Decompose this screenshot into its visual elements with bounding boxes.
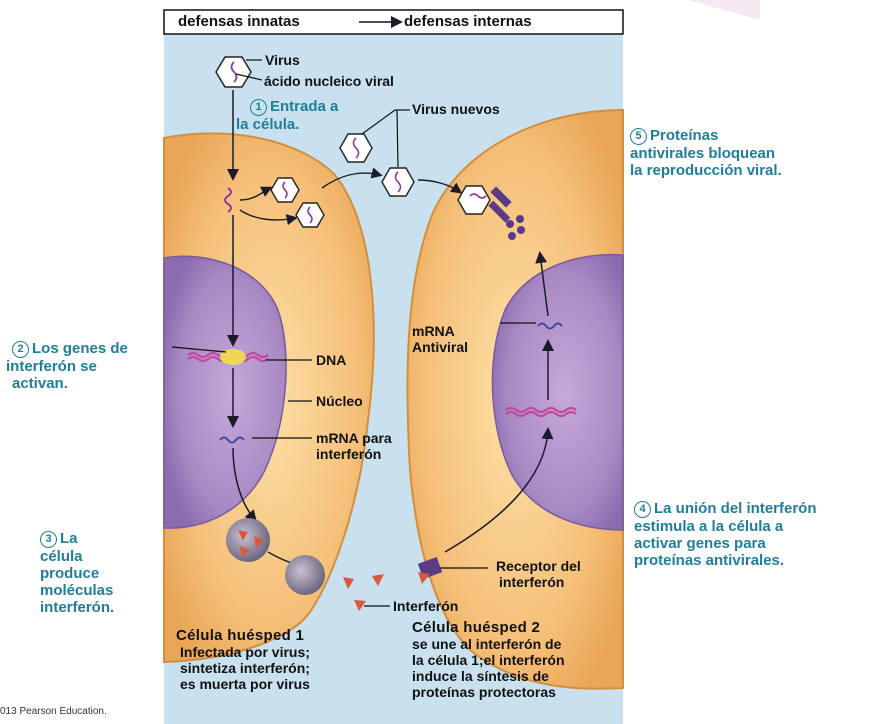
interferon-label: Interferón xyxy=(393,598,458,614)
step-2-number: 2 xyxy=(12,341,29,358)
header-left: defensas innatas xyxy=(178,14,300,30)
step-3-number: 3 xyxy=(40,531,57,548)
blocked-virus-icon xyxy=(458,186,490,214)
new-virus-icon xyxy=(296,203,324,227)
step-5-number: 5 xyxy=(630,128,647,145)
vesicle-icon xyxy=(226,518,270,562)
new-viruses-label: Virus nuevos xyxy=(412,101,500,117)
receptor-label: Receptor del interferón xyxy=(496,558,581,590)
viral-nucleic-acid-label: ácido nucleico viral xyxy=(264,73,394,89)
step-1-number: 1 xyxy=(250,99,267,116)
step-4-number: 4 xyxy=(634,501,651,518)
cell-1-title: Célula huésped 1 xyxy=(176,628,310,644)
cell-2-title: Célula huésped 2 xyxy=(412,620,565,636)
vesicle-icon xyxy=(285,555,325,595)
nucleus-label: Núcleo xyxy=(316,393,363,409)
copyright-text: 013 Pearson Education. xyxy=(0,706,107,717)
virus-label: Virus xyxy=(265,52,300,68)
new-virus-icon xyxy=(340,134,372,162)
mrna-antiviral-label: mRNA Antiviral xyxy=(412,323,468,355)
cell-2-caption: Célula huésped 2 se une al interferón de… xyxy=(412,620,565,700)
new-virus-icon xyxy=(271,178,299,202)
header-right: defensas internas xyxy=(404,14,532,30)
new-virus-icon xyxy=(382,168,414,196)
mrna-interferon-label: mRNA para interferón xyxy=(316,430,392,462)
dna-label: DNA xyxy=(316,352,346,368)
cell-1-caption: Célula huésped 1 Infectada por virus; si… xyxy=(176,628,310,692)
